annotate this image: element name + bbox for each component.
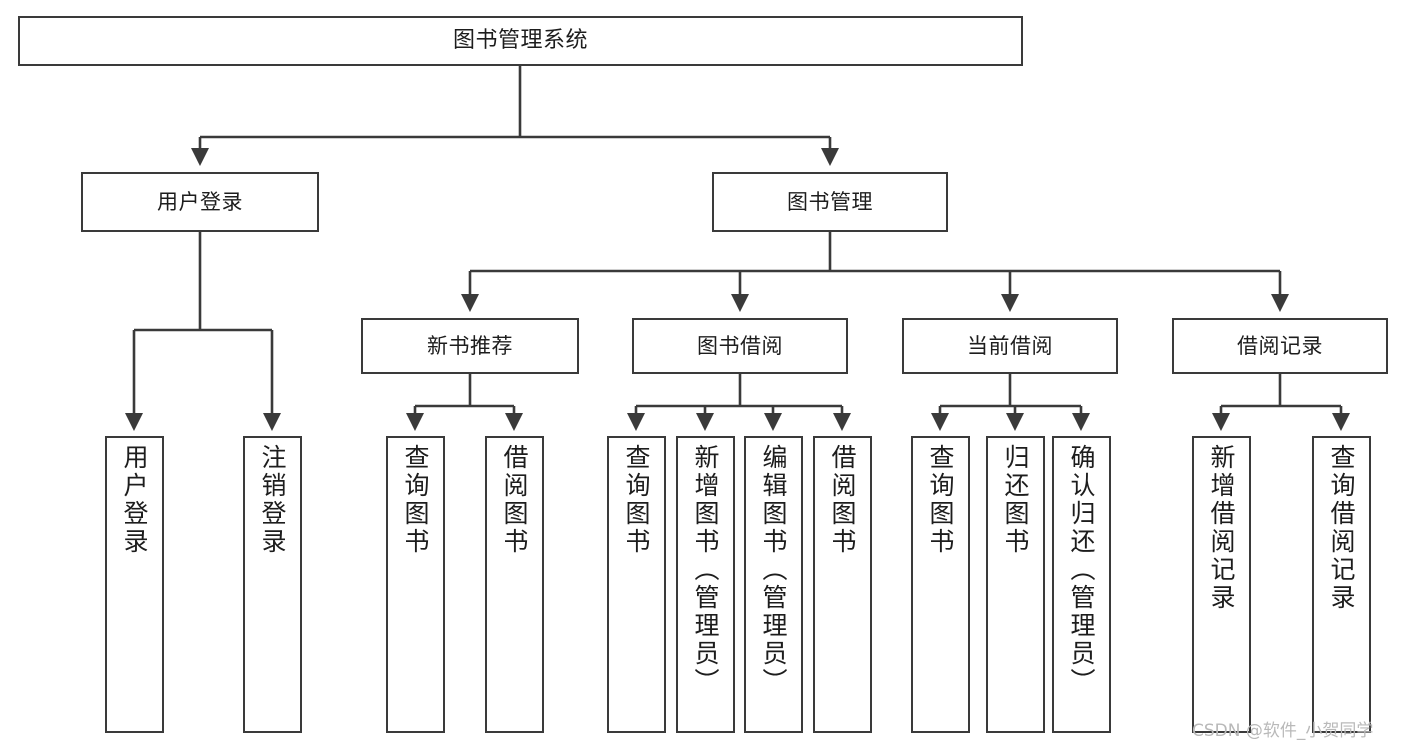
node-leaf-borrow-book[interactable]: 借阅图书 — [813, 436, 872, 733]
node-label: 用户登录 — [120, 444, 149, 556]
node-label: 新书推荐 — [427, 333, 513, 358]
node-leaf-query-book-current[interactable]: 查询图书 — [911, 436, 970, 733]
node-current-borrow[interactable]: 当前借阅 — [902, 318, 1118, 374]
node-label: 查询图书 — [622, 444, 651, 556]
node-new-book-recommend[interactable]: 新书推荐 — [361, 318, 579, 374]
watermark-text: CSDN @软件_小贺同学 — [1192, 721, 1374, 741]
node-book-borrow[interactable]: 图书借阅 — [632, 318, 848, 374]
node-root-system[interactable]: 图书管理系统 — [18, 16, 1023, 66]
node-label: 图书管理 — [787, 189, 873, 214]
node-label: 新增图书（管理员） — [691, 444, 720, 696]
node-label: 查询借阅记录 — [1327, 444, 1356, 612]
node-label: 图书管理系统 — [452, 28, 588, 54]
node-leaf-query-borrow-record[interactable]: 查询借阅记录 — [1312, 436, 1371, 733]
node-label: 用户登录 — [157, 189, 243, 214]
node-leaf-query-book-recommend[interactable]: 查询图书 — [386, 436, 445, 733]
node-leaf-user-login[interactable]: 用户登录 — [105, 436, 164, 733]
node-label: 图书借阅 — [697, 333, 783, 358]
node-leaf-confirm-return[interactable]: 确认归还（管理员） — [1052, 436, 1111, 733]
node-label: 当前借阅 — [967, 333, 1053, 358]
node-label: 借阅图书 — [500, 444, 529, 556]
node-leaf-query-book-borrow[interactable]: 查询图书 — [607, 436, 666, 733]
node-leaf-borrow-book-recommend[interactable]: 借阅图书 — [485, 436, 544, 733]
node-label: 查询图书 — [401, 444, 430, 556]
node-label: 新增借阅记录 — [1207, 444, 1236, 612]
node-label: 查询图书 — [926, 444, 955, 556]
node-label: 借阅记录 — [1237, 333, 1323, 358]
node-label: 注销登录 — [258, 444, 287, 556]
node-leaf-edit-book[interactable]: 编辑图书（管理员） — [744, 436, 803, 733]
node-leaf-return-book[interactable]: 归还图书 — [986, 436, 1045, 733]
node-label: 归还图书 — [1001, 444, 1030, 556]
node-label: 借阅图书 — [828, 444, 857, 556]
node-label: 编辑图书（管理员） — [759, 444, 788, 696]
node-book-manage[interactable]: 图书管理 — [712, 172, 948, 232]
node-leaf-add-book[interactable]: 新增图书（管理员） — [676, 436, 735, 733]
node-borrow-record[interactable]: 借阅记录 — [1172, 318, 1388, 374]
node-user-login[interactable]: 用户登录 — [81, 172, 319, 232]
node-leaf-logout[interactable]: 注销登录 — [243, 436, 302, 733]
node-leaf-add-borrow-record[interactable]: 新增借阅记录 — [1192, 436, 1251, 733]
node-label: 确认归还（管理员） — [1067, 444, 1096, 696]
